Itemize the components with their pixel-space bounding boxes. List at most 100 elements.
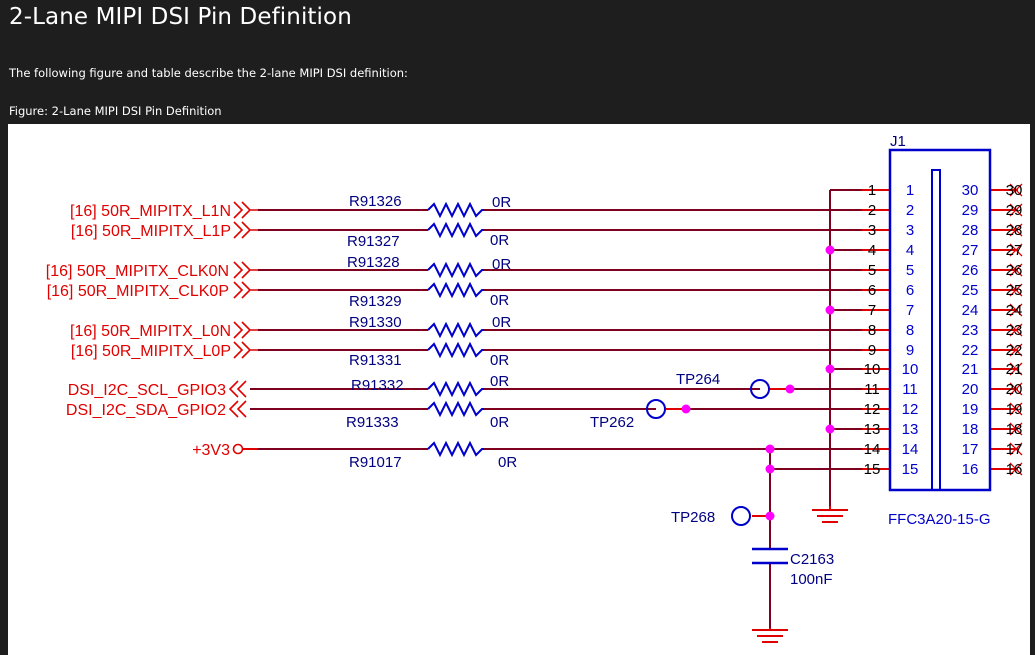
junction-dot xyxy=(765,464,775,474)
signal-scl: DSI_I2C_SCL_GPIO3 xyxy=(68,382,226,399)
arrow-out-clk0p xyxy=(233,281,258,299)
resistor-r91333 xyxy=(427,400,484,418)
page-title: 2-Lane MIPI DSI Pin Definition xyxy=(9,4,352,30)
signal-sda: DSI_I2C_SDA_GPIO2 xyxy=(66,402,226,419)
junction-dot xyxy=(681,404,691,414)
connector-pin-number: 28 xyxy=(962,222,979,239)
signal-3v3: +3V3 xyxy=(192,442,230,459)
ref-r91017: R91017 xyxy=(349,454,402,471)
ref-r91329: R91329 xyxy=(349,293,402,310)
nc-pin-number: 20 xyxy=(1006,381,1023,398)
intro-text: The following figure and table describe … xyxy=(9,66,408,80)
arrow-out-clk0n xyxy=(233,261,258,279)
val-r91326: 0R xyxy=(492,194,511,211)
connector-pin-number: 24 xyxy=(962,302,979,319)
arrow-in-scl xyxy=(228,380,247,398)
val-r91017: 0R xyxy=(498,454,517,471)
ref-r91328: R91328 xyxy=(347,254,400,271)
ref-r91332: R91332 xyxy=(351,377,404,394)
net-pin-number: 7 xyxy=(868,302,876,319)
testpoint-tp268 xyxy=(731,506,751,526)
arrow-out-l1p xyxy=(233,221,258,239)
connector-pin-number: 2 xyxy=(906,202,914,219)
junction-dot xyxy=(825,364,835,374)
resistor-r91332 xyxy=(427,380,484,398)
net-pin-number: 10 xyxy=(864,361,881,378)
connector-pin-number: 27 xyxy=(962,242,979,259)
junction-dot xyxy=(765,444,775,454)
val-r91332: 0R xyxy=(490,373,509,390)
connector-pin-number: 3 xyxy=(906,222,914,239)
signal-l1n: [16] 50R_MIPITX_L1N xyxy=(70,203,231,220)
left-pin-stubs xyxy=(862,189,890,470)
vcc-terminal xyxy=(232,443,244,455)
capacitor-ref: C2163 xyxy=(790,551,834,568)
connector-pin-number: 17 xyxy=(962,441,979,458)
val-r91333: 0R xyxy=(490,414,509,431)
junction-dot xyxy=(825,424,835,434)
net-pin-number: 8 xyxy=(868,322,876,339)
arrow-out-l0p xyxy=(233,341,258,359)
connector-pin-number: 12 xyxy=(902,401,919,418)
connector-pin-number: 13 xyxy=(902,421,919,438)
net-pin-number: 11 xyxy=(864,381,880,398)
connector-ref: J1 xyxy=(890,133,906,150)
testpoint-tp264 xyxy=(750,379,770,399)
signal-clk0n: [16] 50R_MIPITX_CLK0N xyxy=(46,263,229,280)
resistor-r91331 xyxy=(427,341,484,359)
label-tp262: TP262 xyxy=(590,414,634,431)
net-pin-number: 15 xyxy=(864,461,881,478)
ground-icon xyxy=(752,628,788,643)
connector-pin-number: 9 xyxy=(906,342,914,359)
connector-pin-number: 18 xyxy=(962,421,979,438)
offpage-arrows xyxy=(228,201,258,455)
junction-dot xyxy=(765,511,775,521)
connector-part: FFC3A20-15-G xyxy=(888,511,991,528)
nc-pin-number: 30 xyxy=(1006,182,1023,199)
nc-crosses xyxy=(1009,183,1023,476)
nc-pin-number: 21 xyxy=(1006,361,1023,378)
nc-pin-number: 29 xyxy=(1006,202,1023,219)
test-point-labels: TP264 TP262 TP268 xyxy=(590,371,720,526)
connector-pin-number: 11 xyxy=(902,381,918,398)
connector-pin-number: 8 xyxy=(906,322,914,339)
nc-pin-number: 19 xyxy=(1006,401,1023,418)
right-pin-stubs xyxy=(990,189,1018,470)
capacitor-value: 100nF xyxy=(790,571,833,588)
junctions xyxy=(681,245,835,521)
resistor-r91326 xyxy=(427,201,484,219)
net-pin-number: 1 xyxy=(868,182,876,199)
connector-pin-number: 16 xyxy=(962,461,979,478)
net-pin-number: 13 xyxy=(864,421,881,438)
connector-pin-number: 5 xyxy=(906,262,914,279)
val-r91331: 0R xyxy=(490,352,509,369)
nc-pin-number: 24 xyxy=(1006,302,1023,319)
connector-pin-number: 19 xyxy=(962,401,979,418)
label-tp268: TP268 xyxy=(671,509,715,526)
connector-pin-number: 6 xyxy=(906,282,914,299)
val-r91330: 0R xyxy=(492,314,511,331)
val-r91329: 0R xyxy=(490,292,509,309)
testpoint-tp262 xyxy=(646,399,666,419)
connector-pin-number: 21 xyxy=(962,361,979,378)
ref-r91330: R91330 xyxy=(349,314,402,331)
ref-r91326: R91326 xyxy=(349,193,402,210)
connector-pin-number: 15 xyxy=(902,461,919,478)
connector-pin-number: 29 xyxy=(962,202,979,219)
net-pin-number: 3 xyxy=(868,222,876,239)
connector-pin-number: 23 xyxy=(962,322,979,339)
net-pin-number: 5 xyxy=(868,262,876,279)
net-pin-number: 4 xyxy=(868,242,876,259)
capacitor-c2163 xyxy=(752,547,788,565)
junction-dot xyxy=(785,384,795,394)
connector-pin-number: 25 xyxy=(962,282,979,299)
connector-pin-number: 10 xyxy=(902,361,919,378)
wires xyxy=(243,189,890,628)
ref-r91333: R91333 xyxy=(346,414,399,431)
connector-pin-number: 30 xyxy=(962,182,979,199)
signal-l0n: [16] 50R_MIPITX_L0N xyxy=(70,323,231,340)
